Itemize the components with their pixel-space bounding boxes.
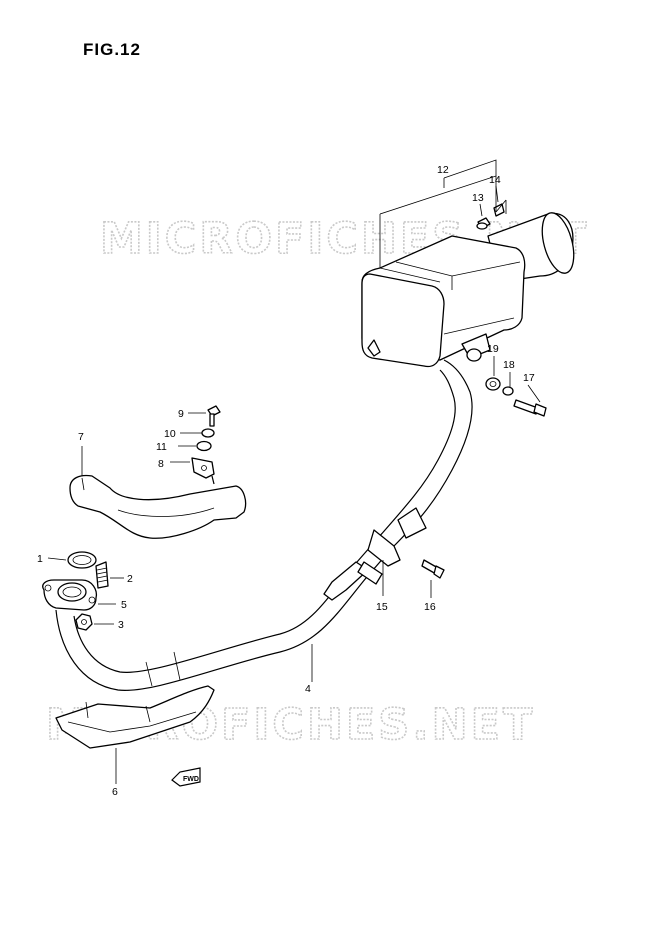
heat-shield-part-6 xyxy=(55,685,215,749)
figure-title: FIG.12 xyxy=(83,40,141,59)
bolt-part-16 xyxy=(421,559,445,579)
grommet-part-19 xyxy=(466,348,501,391)
callout-10: 10 xyxy=(164,428,176,440)
bolt-part-13 xyxy=(476,217,491,230)
callout-14: 14 xyxy=(489,174,501,186)
forward-direction-label: FWD xyxy=(183,776,199,783)
callout-1: 1 xyxy=(37,553,43,565)
callout-12: 12 xyxy=(437,164,449,176)
washer-part-14 xyxy=(493,203,505,217)
nut-part-3 xyxy=(75,613,93,631)
callout-11: 11 xyxy=(156,441,167,453)
callout-labels: 1 2 3 4 5 6 7 8 9 10 11 12 13 14 15 16 1… xyxy=(37,164,535,798)
callout-16: 16 xyxy=(424,601,436,613)
callout-18: 18 xyxy=(503,359,515,371)
callout-2: 2 xyxy=(127,573,133,585)
washer-part-18 xyxy=(502,386,514,396)
callout-19: 19 xyxy=(487,343,499,355)
pipe-cover-part-7 xyxy=(69,474,247,539)
callout-6: 6 xyxy=(112,786,118,798)
callout-17: 17 xyxy=(523,372,535,384)
callout-8: 8 xyxy=(158,458,164,470)
clamp-part-8 xyxy=(191,457,215,485)
stud-part-2 xyxy=(95,561,109,589)
washer-part-10 xyxy=(201,428,215,438)
exhaust-pipe-part-4 xyxy=(55,359,473,691)
bolt-part-9 xyxy=(207,405,221,427)
callout-3: 3 xyxy=(118,619,124,631)
leader-lines xyxy=(47,159,541,784)
callout-4: 4 xyxy=(305,683,311,695)
muffler-part-12 xyxy=(361,212,575,368)
forward-direction-badge: FWD xyxy=(171,767,201,787)
callout-13: 13 xyxy=(472,192,484,204)
flange-part-5 xyxy=(42,579,98,611)
gasket-part-1 xyxy=(67,551,97,569)
callout-15: 15 xyxy=(376,601,388,613)
callout-5: 5 xyxy=(121,599,127,611)
callout-7: 7 xyxy=(78,431,84,443)
callout-9: 9 xyxy=(178,408,184,420)
bolt-part-17 xyxy=(513,399,547,417)
collar-part-11 xyxy=(196,440,212,452)
